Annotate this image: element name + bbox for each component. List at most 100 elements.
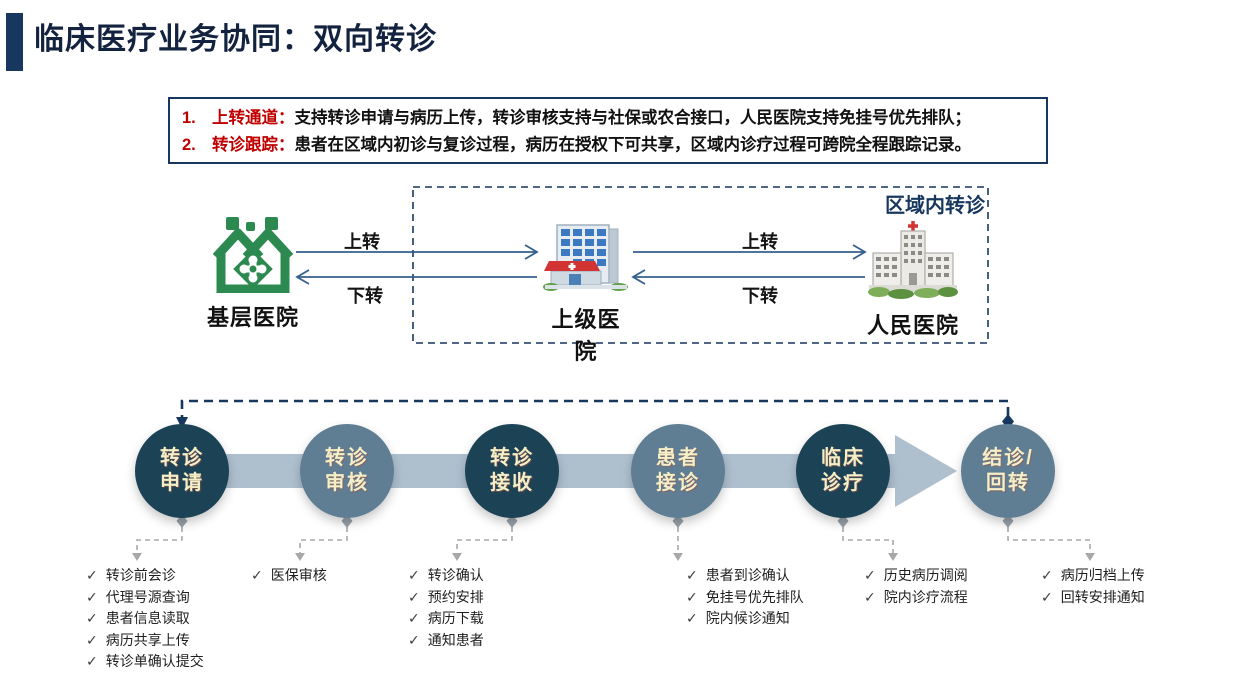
task-item: ✓ 病历下载 — [408, 608, 484, 630]
flow-step-label: 结诊/回转 — [961, 424, 1055, 518]
check-icon: ✓ — [1041, 588, 1053, 605]
task-connector-arrowhead-icon — [888, 553, 898, 561]
task-connector — [1007, 527, 1091, 553]
check-icon: ✓ — [408, 588, 420, 605]
task-text: 院内诊疗流程 — [883, 588, 968, 605]
task-text: 转诊单确认提交 — [105, 653, 204, 669]
down-transfer-label-2: 下转 — [742, 286, 778, 306]
flow-step-label: 临床诊疗 — [796, 424, 890, 518]
hospital-label: 人民医院 — [866, 313, 959, 338]
title-accent-bar — [6, 13, 23, 71]
task-column: ✓ 患者到诊确认 ✓免挂号优先排队✓院内候诊通知 — [686, 565, 804, 630]
task-column: ✓转诊确认✓预约安排✓病历下载✓通知患者 — [408, 565, 484, 651]
task-item: ✓转诊单确认提交 — [86, 651, 204, 673]
task-text: 转诊前会诊 — [105, 567, 176, 583]
check-icon: ✓ — [408, 631, 420, 648]
note-number: 1. — [182, 109, 196, 127]
task-text: 预约安排 — [427, 588, 484, 605]
check-icon: ✓ — [1041, 567, 1053, 583]
flow-step-label-line: 接收 — [490, 472, 534, 494]
note-text: 上转通道：支持转诊申请与病历上传，转诊审核支持与社保或农合接口，人民医院支持免挂… — [212, 106, 971, 131]
task-item: ✓ 通知患者 — [408, 630, 484, 652]
up-transfer-label-1: 上转 — [344, 232, 380, 252]
note-lead: 上转通道： — [212, 109, 295, 127]
task-text: 通知患者 — [427, 631, 484, 648]
task-text: 代理号源查询 — [105, 588, 190, 605]
notes-box: 1. 上转通道：支持转诊申请与病历上传，转诊审核支持与社保或农合接口，人民医院支… — [168, 97, 1048, 164]
task-text: 患者到诊确认 — [705, 567, 790, 583]
check-icon: ✓ — [864, 588, 876, 605]
task-item: ✓ 代理号源查询 — [86, 587, 204, 609]
task-connector — [299, 527, 348, 553]
task-connector — [136, 527, 183, 553]
task-connector-arrowhead-icon — [1085, 553, 1095, 561]
task-text: 转诊确认 — [427, 567, 484, 583]
note-lead: 转诊跟踪： — [212, 136, 295, 154]
task-text: 患者信息读取 — [105, 610, 190, 626]
check-icon: ✓ — [86, 567, 98, 583]
task-item: ✓ 预约安排 — [408, 587, 484, 609]
check-icon: ✓ — [686, 588, 698, 605]
flow-step-label-line: 临床 — [821, 447, 865, 469]
flow-step-label-line: 结诊/ — [982, 447, 1034, 469]
task-text: 历史病历调阅 — [883, 567, 968, 583]
check-icon: ✓ — [686, 567, 698, 583]
flow-step-label-line: 患者 — [656, 447, 700, 469]
flow-band-arrowhead-icon — [895, 435, 957, 507]
task-item: ✓ 转诊前会诊 — [86, 565, 204, 587]
flow-step-label: 转诊申请 — [135, 424, 229, 518]
up-transfer-label-2: 上转 — [742, 232, 778, 252]
task-item: ✓ 患者信息读取 — [86, 608, 204, 630]
hospital-label: 基层医院 — [206, 305, 299, 330]
arrowhead-left-icon — [631, 269, 646, 285]
community-hospital-icon — [212, 217, 294, 294]
task-column: ✓病历归档上传✓回转安排通知 — [1041, 565, 1145, 608]
down-transfer-label-1: 下转 — [347, 286, 383, 306]
note-body: 患者在区域内初诊与复诊过程，病历在授权下可共享，区域内诊疗过程可跨院全程跟踪记录… — [294, 136, 972, 154]
task-text: 病历下载 — [427, 610, 484, 626]
superior-hospital-icon — [543, 224, 628, 291]
arrowhead-right-icon — [852, 244, 867, 260]
flow-step-label-line: 申请 — [160, 472, 204, 494]
task-connector — [842, 527, 894, 553]
hospital-people: 人民医院 — [866, 219, 960, 340]
task-item: ✓病历共享上传 — [86, 630, 204, 652]
flow-step-label: 患者接诊 — [631, 424, 725, 518]
task-item: ✓ 病历归档上传 — [1041, 565, 1145, 587]
hospital-label: 上级医院 — [551, 307, 621, 364]
task-item: ✓ 历史病历调阅 — [864, 565, 968, 587]
feedback-dashed-line — [180, 399, 1010, 424]
task-item: ✓ 院内诊疗流程 — [864, 587, 968, 609]
task-text: 病历归档上传 — [1060, 567, 1145, 583]
flow-step-label-line: 转诊 — [160, 447, 204, 469]
check-icon: ✓ — [86, 610, 98, 626]
hospital-superior: 上级医院 — [541, 221, 631, 366]
task-item: ✓ 患者到诊确认 — [686, 565, 804, 587]
task-connector-arrowhead-icon — [673, 553, 683, 561]
check-icon: ✓ — [86, 588, 98, 605]
people-hospital-icon — [868, 221, 958, 299]
flow-step-label-line: 接诊 — [656, 472, 700, 494]
task-column: ✓ 转诊前会诊 ✓ 代理号源查询 ✓ 患者信息读取 ✓病历共享上传✓转诊单确认提交 — [86, 565, 204, 673]
flow-step-label-line: 转诊 — [325, 447, 369, 469]
flow-step-label: 转诊审核 — [300, 424, 394, 518]
task-text: 病历共享上传 — [105, 631, 190, 648]
task-connector — [456, 527, 513, 553]
region-label: 区域内转诊 — [885, 195, 985, 217]
arrowhead-right-icon — [524, 244, 539, 260]
check-icon: ✓ — [251, 567, 263, 583]
note-row: 1. 上转通道：支持转诊申请与病历上传，转诊审核支持与社保或农合接口，人民医院支… — [182, 106, 1036, 133]
note-text: 转诊跟踪：患者在区域内初诊与复诊过程，病历在授权下可共享，区域内诊疗过程可跨院全… — [212, 133, 971, 158]
task-item: ✓医保审核 — [251, 565, 327, 587]
note-row: 2. 转诊跟踪：患者在区域内初诊与复诊过程，病历在授权下可共享，区域内诊疗过程可… — [182, 133, 1036, 160]
task-item: ✓免挂号优先排队 — [686, 587, 804, 609]
flow-step-label: 转诊接收 — [465, 424, 559, 518]
task-item: ✓院内候诊通知 — [686, 608, 804, 630]
note-number: 2. — [182, 136, 196, 154]
task-connector-arrowhead-icon — [295, 553, 305, 561]
check-icon: ✓ — [864, 567, 876, 583]
task-column: ✓医保审核 — [251, 565, 327, 587]
check-icon: ✓ — [686, 610, 698, 626]
check-icon: ✓ — [408, 610, 420, 626]
